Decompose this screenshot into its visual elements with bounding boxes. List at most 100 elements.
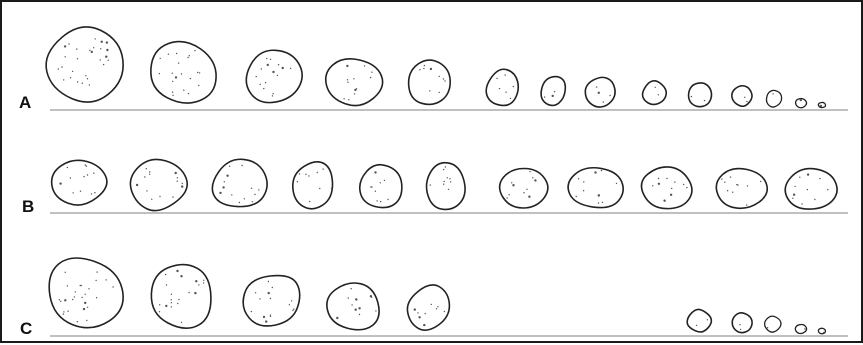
particle-a-7 xyxy=(541,77,565,106)
stipple-dot xyxy=(348,99,349,100)
stipple-dot xyxy=(512,184,514,186)
stipple-dot xyxy=(172,73,173,74)
stipple-dot xyxy=(598,194,599,195)
stipple-dot xyxy=(496,78,497,79)
stipple-dot xyxy=(744,97,745,98)
stipple-dot xyxy=(450,181,451,182)
stipple-dot xyxy=(256,76,257,77)
stipple-dot xyxy=(499,88,500,89)
stipple-dot xyxy=(175,172,177,174)
particle-outline xyxy=(46,27,123,102)
stipple-dot xyxy=(183,90,184,91)
stipple-dot xyxy=(194,50,195,51)
particle-b-6 xyxy=(427,163,466,210)
stipple-dot xyxy=(772,93,773,94)
stipple-dot xyxy=(278,64,279,65)
stipple-dot xyxy=(423,68,424,69)
stipple-dot xyxy=(63,311,64,312)
stipple-dot xyxy=(443,184,444,185)
stipple-dot xyxy=(136,184,138,186)
stipple-dot xyxy=(59,299,60,300)
stipple-dot xyxy=(67,285,68,286)
stipple-dot xyxy=(511,182,512,183)
stipple-dot xyxy=(244,198,245,199)
stipple-dot xyxy=(800,99,802,101)
stipple-dot xyxy=(182,183,183,184)
stipple-dot xyxy=(203,282,204,283)
stipple-dot xyxy=(72,192,73,193)
stipple-dot xyxy=(266,58,267,59)
stipple-dot xyxy=(375,191,376,192)
stipple-dot xyxy=(108,60,109,61)
particle-b-1 xyxy=(52,160,107,205)
particle-a-14 xyxy=(818,102,825,107)
stipple-dot xyxy=(823,332,824,333)
stipple-dot xyxy=(181,185,183,187)
stipple-dot xyxy=(814,199,815,200)
particle-c-10 xyxy=(818,328,825,333)
stipple-dot xyxy=(80,191,81,192)
stipple-dot xyxy=(96,271,97,272)
stipple-dot xyxy=(188,93,189,94)
stipple-dot xyxy=(255,292,256,293)
stipple-dot xyxy=(181,73,182,74)
stipple-dot xyxy=(807,189,808,190)
stipple-dot xyxy=(746,204,747,205)
stipple-dot xyxy=(159,311,160,312)
particle-a-4 xyxy=(326,59,383,106)
particle-outline xyxy=(246,50,302,102)
stipple-dot xyxy=(370,186,371,187)
stipple-dot xyxy=(84,302,86,304)
stipple-dot xyxy=(77,81,78,82)
stipple-dot xyxy=(819,178,820,179)
stipple-dot xyxy=(439,92,440,93)
stipple-dot xyxy=(85,164,86,165)
particles xyxy=(46,27,837,334)
stipple-dot xyxy=(254,194,255,195)
particle-b-11 xyxy=(785,169,837,210)
stipple-dot xyxy=(168,54,169,55)
stipple-dot xyxy=(176,270,178,272)
stipple-dot xyxy=(74,296,75,297)
particle-c-6 xyxy=(687,309,711,332)
particle-outline xyxy=(49,258,123,328)
stipple-dot xyxy=(423,324,425,326)
particle-outline xyxy=(716,169,767,209)
stipple-dot xyxy=(178,299,179,300)
stipple-dot xyxy=(291,300,292,301)
stipple-dot xyxy=(804,328,805,329)
stipple-dot xyxy=(747,185,748,186)
stipple-dot xyxy=(64,45,66,47)
stipple-dot xyxy=(424,65,425,66)
stipple-dot xyxy=(199,72,200,73)
stipple-dot xyxy=(598,92,600,94)
stipple-dot xyxy=(297,181,298,182)
particle-c-3 xyxy=(243,276,300,326)
stipple-dot xyxy=(616,183,617,184)
stipple-dot xyxy=(177,303,178,304)
stipple-dot xyxy=(532,177,533,178)
stipple-dot xyxy=(767,327,768,328)
particle-outline xyxy=(585,77,615,107)
stipple-dot xyxy=(319,188,320,189)
stipple-dot xyxy=(272,287,273,288)
stipple-dot xyxy=(87,307,88,308)
stipple-dot xyxy=(231,194,232,195)
stipple-dot xyxy=(436,308,437,309)
stipple-dot xyxy=(270,314,271,315)
stipple-dot xyxy=(583,181,584,182)
stipple-dot xyxy=(437,306,438,307)
stipple-dot xyxy=(58,68,59,69)
stipple-dot xyxy=(83,176,84,177)
stipple-dot xyxy=(445,166,446,167)
stipple-dot xyxy=(260,84,261,85)
particle-outline xyxy=(732,313,752,333)
stipple-dot xyxy=(443,169,444,170)
stipple-dot xyxy=(704,100,705,101)
stipple-dot xyxy=(364,65,365,66)
stipple-dot xyxy=(807,173,809,175)
stipple-dot xyxy=(292,310,293,311)
stipple-dot xyxy=(252,201,253,202)
stipple-dot xyxy=(820,105,822,107)
